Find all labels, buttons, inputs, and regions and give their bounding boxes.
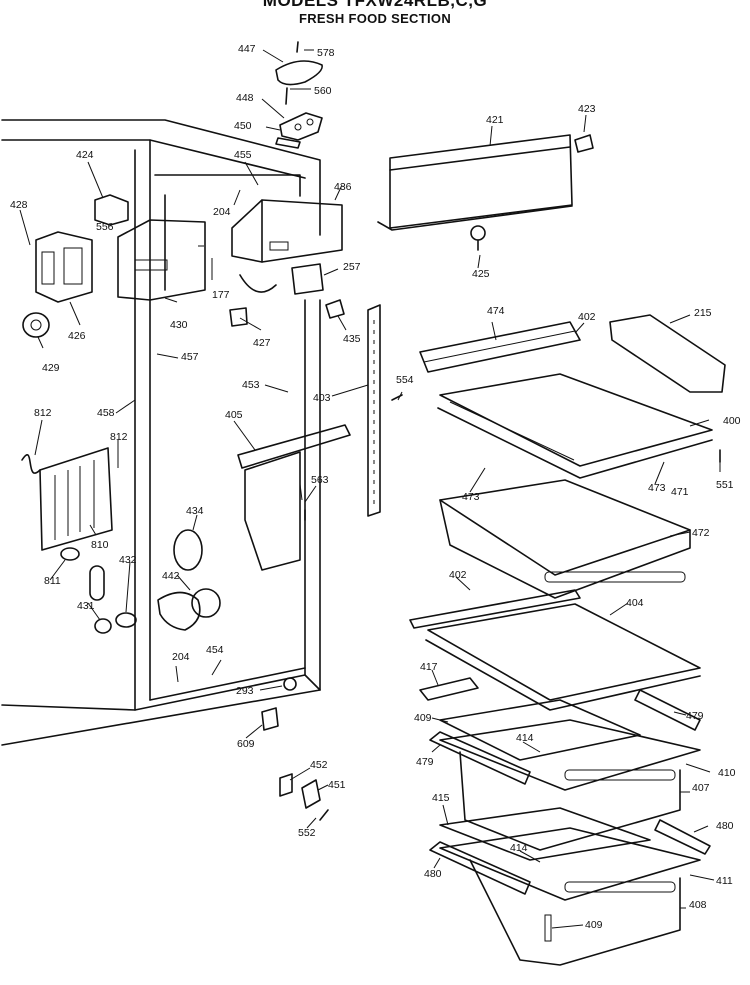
part-label-436: 436 [334, 181, 352, 193]
part-label-432: 432 [119, 554, 137, 566]
part-label-552: 552 [298, 827, 316, 839]
part-label-458: 458 [97, 407, 115, 419]
divider-and-heater [21, 424, 351, 634]
part-number-labels: 447 578 448 560 450 423 421 424 455 436 428 556 204 4… [10, 43, 741, 931]
part-label-402: 402 [449, 569, 467, 581]
leader-lines [19, 49, 721, 929]
part-label-407: 407 [692, 782, 710, 794]
part-label-400: 400 [723, 415, 741, 427]
control-housing [22, 194, 345, 338]
part-label-204: 204 [172, 651, 190, 663]
part-label-414: 414 [516, 732, 534, 744]
top-light-parts [275, 41, 323, 149]
part-label-177: 177 [212, 289, 230, 301]
shelf-bracket-421 [377, 134, 594, 251]
part-label-410: 410 [718, 767, 736, 779]
part-label-609: 609 [237, 738, 255, 750]
part-label-471: 471 [671, 486, 689, 498]
part-label-450: 450 [234, 120, 252, 132]
fresh-food-cabinet [1, 119, 321, 746]
part-label-421: 421 [486, 114, 504, 126]
part-label-402: 402 [578, 311, 596, 323]
part-label-453: 453 [242, 379, 260, 391]
part-label-442: 442 [162, 570, 180, 582]
part-label-551: 551 [716, 479, 734, 491]
part-label-415: 415 [432, 792, 450, 804]
part-label-812: 812 [34, 407, 52, 419]
part-label-429: 429 [42, 362, 60, 374]
part-label-204: 204 [213, 206, 231, 218]
part-label-560: 560 [314, 85, 332, 97]
part-label-403: 403 [313, 392, 331, 404]
part-label-435: 435 [343, 333, 361, 345]
part-label-563: 563 [311, 474, 329, 486]
part-label-408: 408 [689, 899, 707, 911]
part-label-417: 417 [420, 661, 438, 673]
part-label-423: 423 [578, 103, 596, 115]
diagram-title: MODELS TFXW24RLB,C,G [262, 0, 488, 10]
part-label-455: 455 [234, 149, 252, 161]
part-label-414: 414 [510, 842, 528, 854]
part-label-812: 812 [110, 431, 128, 443]
part-label-556: 556 [96, 221, 114, 233]
part-label-430: 430 [170, 319, 188, 331]
part-label-293: 293 [236, 685, 254, 697]
part-label-409: 409 [414, 712, 432, 724]
ladder-rail-403 [367, 304, 381, 517]
part-label-811: 811 [44, 575, 61, 587]
part-label-257: 257 [343, 261, 361, 273]
part-label-405: 405 [225, 409, 243, 421]
part-label-479: 479 [686, 710, 704, 722]
part-label-215: 215 [694, 307, 712, 319]
part-label-479: 479 [416, 756, 434, 768]
part-label-480: 480 [716, 820, 734, 832]
part-label-425: 425 [472, 268, 490, 280]
part-label-411: 411 [716, 875, 733, 887]
part-label-474: 474 [487, 305, 505, 317]
part-label-426: 426 [68, 330, 86, 342]
shelves-and-drawers [409, 314, 726, 966]
part-label-404: 404 [626, 597, 644, 609]
part-label-427: 427 [253, 337, 271, 349]
part-label-457: 457 [181, 351, 199, 363]
part-label-554: 554 [396, 374, 414, 386]
part-label-431: 431 [77, 600, 95, 612]
diagram-subtitle: FRESH FOOD SECTION [298, 11, 452, 26]
part-label-452: 452 [310, 759, 328, 771]
part-label-424: 424 [76, 149, 94, 161]
part-label-473: 473 [648, 482, 666, 494]
part-label-810: 810 [91, 539, 109, 551]
part-label-451: 451 [328, 779, 346, 791]
part-label-472: 472 [692, 527, 710, 539]
part-label-473: 473 [462, 491, 480, 503]
part-label-448: 448 [236, 92, 254, 104]
part-label-428: 428 [10, 199, 28, 211]
part-label-578: 578 [317, 47, 335, 59]
small-hardware [261, 394, 721, 821]
part-label-434: 434 [186, 505, 204, 517]
part-label-409: 409 [585, 919, 603, 931]
part-label-447: 447 [238, 43, 256, 55]
part-label-454: 454 [206, 644, 224, 656]
part-label-480: 480 [424, 868, 442, 880]
